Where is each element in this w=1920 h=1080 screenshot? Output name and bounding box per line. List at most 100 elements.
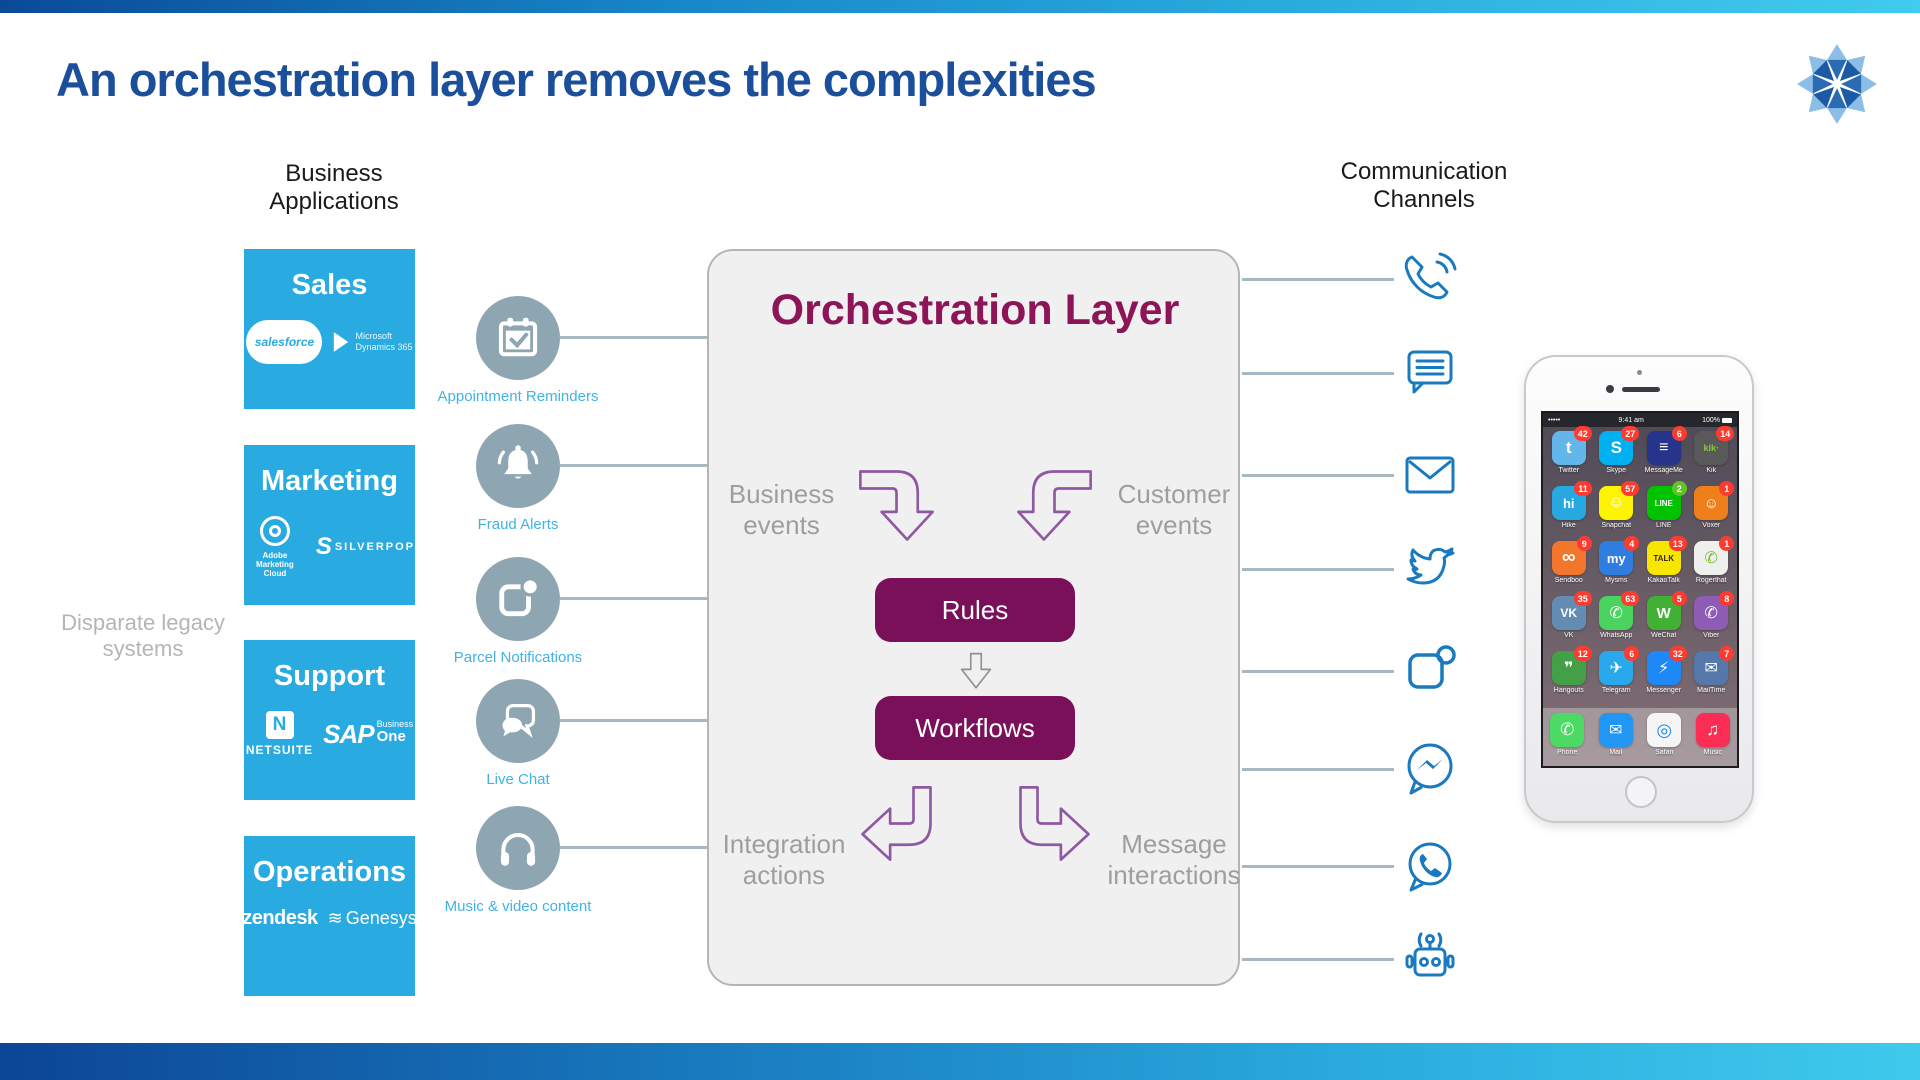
app-label: Music bbox=[1703, 749, 1722, 756]
workflows-box: Workflows bbox=[875, 696, 1075, 760]
phone-status-bar: ••••• 9:41 am 100% bbox=[1543, 413, 1737, 427]
app-glyph: S bbox=[1610, 438, 1622, 457]
app-label: Snapchat bbox=[1601, 522, 1632, 529]
messenger-app: ⚡ 32 Messenger bbox=[1640, 646, 1688, 706]
twitter-bird-icon bbox=[1398, 537, 1462, 601]
silverpop-s-icon: S bbox=[315, 533, 332, 560]
hangouts-app: ❞ 12 Hangouts bbox=[1545, 646, 1593, 706]
zendesk-logo: zendesk bbox=[242, 907, 318, 929]
email-icon bbox=[1398, 443, 1462, 507]
notification-badge: 14 bbox=[1716, 426, 1735, 441]
app-glyph: ✉ bbox=[1609, 722, 1623, 739]
live-chat-source: Live Chat bbox=[408, 679, 708, 788]
business-applications-header: Business Applications bbox=[269, 160, 399, 215]
connector-line bbox=[1242, 958, 1394, 961]
dynamics-triangle-icon bbox=[334, 332, 349, 352]
mail-app: ✉ Mail bbox=[1592, 713, 1641, 766]
support-box-title: Support bbox=[273, 660, 386, 692]
app-label: Twitter bbox=[1558, 467, 1580, 474]
app-glyph: hi bbox=[1562, 495, 1575, 511]
app-label: Skype bbox=[1606, 467, 1626, 474]
app-glyph: ✆ bbox=[1704, 605, 1718, 622]
app-glyph: ☺ bbox=[1703, 494, 1719, 512]
integration-actions-label: Integration actions bbox=[722, 829, 846, 890]
sendboo-app: ∞ 9 Sendboo bbox=[1545, 536, 1593, 596]
connector-line bbox=[1242, 865, 1394, 868]
music-video-content-source: Music & video content bbox=[408, 806, 708, 915]
sms-message-icon bbox=[1398, 341, 1462, 405]
support-box: Support N NETSUITE SAP Business One bbox=[244, 640, 415, 800]
down-arrow-icon bbox=[955, 649, 997, 695]
app-label: VK bbox=[1564, 632, 1574, 639]
fraud-alerts-source: Fraud Alerts bbox=[408, 424, 708, 533]
app-label: Messenger bbox=[1646, 687, 1682, 694]
operations-box: Operations zendesk ≋ Genesys bbox=[242, 836, 417, 996]
dynamics-365-label: Dynamics 365 bbox=[355, 342, 413, 352]
sap-label: SAP bbox=[323, 718, 374, 749]
hike-app: hi 11 Hike bbox=[1545, 481, 1593, 541]
voxer-app: ☺ 1 Voxer bbox=[1688, 481, 1736, 541]
netsuite-n-icon: N bbox=[265, 711, 294, 739]
netsuite-logo: N NETSUITE bbox=[246, 711, 313, 757]
notification-badge: 7 bbox=[1719, 646, 1735, 661]
app-glyph: TALK bbox=[1653, 553, 1675, 563]
app-glyph: ⚡ bbox=[1658, 660, 1670, 677]
skype-app: S 27 Skype bbox=[1593, 426, 1641, 486]
marketing-box-title: Marketing bbox=[261, 465, 398, 497]
app-label: MailTime bbox=[1697, 687, 1726, 694]
safari-app: ◎ Safari bbox=[1640, 713, 1689, 766]
connector-line bbox=[560, 464, 708, 467]
whatsapp-icon bbox=[1398, 834, 1462, 898]
connector-line bbox=[560, 719, 708, 722]
app-label: Telegram bbox=[1601, 687, 1631, 694]
app-label: Kik bbox=[1706, 467, 1717, 474]
messenger-channel bbox=[1242, 737, 1468, 801]
notification-badge: 5 bbox=[1671, 591, 1687, 606]
salesforce-logo: salesforce bbox=[246, 320, 323, 364]
connector-line bbox=[560, 336, 708, 339]
sms-channel bbox=[1242, 341, 1468, 405]
notification-badge: 2 bbox=[1671, 481, 1687, 496]
bottom-accent-bar bbox=[0, 1043, 1920, 1080]
business-events-label: Business events bbox=[728, 479, 835, 540]
flow-arrow-top-right-icon bbox=[1012, 463, 1097, 548]
parcel-notifications-source: Parcel Notifications bbox=[408, 557, 708, 666]
app-glyph: LINE bbox=[1654, 498, 1673, 508]
notification-badge: 6 bbox=[1624, 646, 1640, 661]
app-icon: ♫ bbox=[1695, 713, 1730, 747]
app-label: LINE bbox=[1655, 522, 1672, 529]
microsoft-label: Microsoft bbox=[355, 331, 392, 341]
top-accent-bar bbox=[0, 0, 1920, 13]
notification-badge: 9 bbox=[1576, 536, 1592, 551]
silverpop-logo: S SILVERPOP bbox=[316, 533, 415, 561]
adobe-marketing-cloud-logo: Adobe Marketing Cloud bbox=[244, 516, 306, 578]
event-label: Appointment Reminders bbox=[437, 388, 599, 405]
notification-badge: 32 bbox=[1668, 646, 1687, 661]
netsuite-label: NETSUITE bbox=[245, 743, 314, 757]
app-glyph: ∞ bbox=[1561, 547, 1576, 568]
marketing-box: Marketing Adobe Marketing Cloud S SILVER… bbox=[244, 445, 415, 605]
rogerthat-app: ✆ 1 Rogerthat bbox=[1688, 536, 1736, 596]
music-app: ♫ Music bbox=[1689, 713, 1738, 766]
notification-badge: 27 bbox=[1621, 426, 1640, 441]
adobe-marketing-cloud-label: Adobe Marketing Cloud bbox=[256, 551, 294, 578]
event-circle bbox=[476, 296, 560, 380]
kakaotalk-app: TALK 13 KakaoTalk bbox=[1640, 536, 1688, 596]
event-label: Music & video content bbox=[444, 898, 592, 915]
kik-app: kik· 14 Kik bbox=[1688, 426, 1736, 486]
app-icon: ✆ bbox=[1550, 713, 1585, 747]
page-title: An orchestration layer removes the compl… bbox=[56, 53, 1097, 106]
app-label: WeChat bbox=[1651, 632, 1677, 639]
app-glyph: ✆ bbox=[1560, 720, 1575, 739]
mysms-app: my 4 Mysms bbox=[1593, 536, 1641, 596]
app-glyph: ≡ bbox=[1659, 439, 1669, 456]
notification-badge: 42 bbox=[1573, 426, 1592, 441]
phone-screen: ••••• 9:41 am 100% t 42 bbox=[1541, 411, 1739, 768]
app-glyph: W bbox=[1656, 604, 1671, 622]
email-channel bbox=[1242, 443, 1468, 507]
snapchat-app: ☺ 57 Snapchat bbox=[1593, 481, 1641, 541]
flow-arrow-bottom-left-icon bbox=[854, 781, 939, 866]
event-circle bbox=[476, 806, 560, 890]
notification-badge: 1 bbox=[1719, 536, 1735, 551]
notification-badge: 8 bbox=[1719, 591, 1735, 606]
